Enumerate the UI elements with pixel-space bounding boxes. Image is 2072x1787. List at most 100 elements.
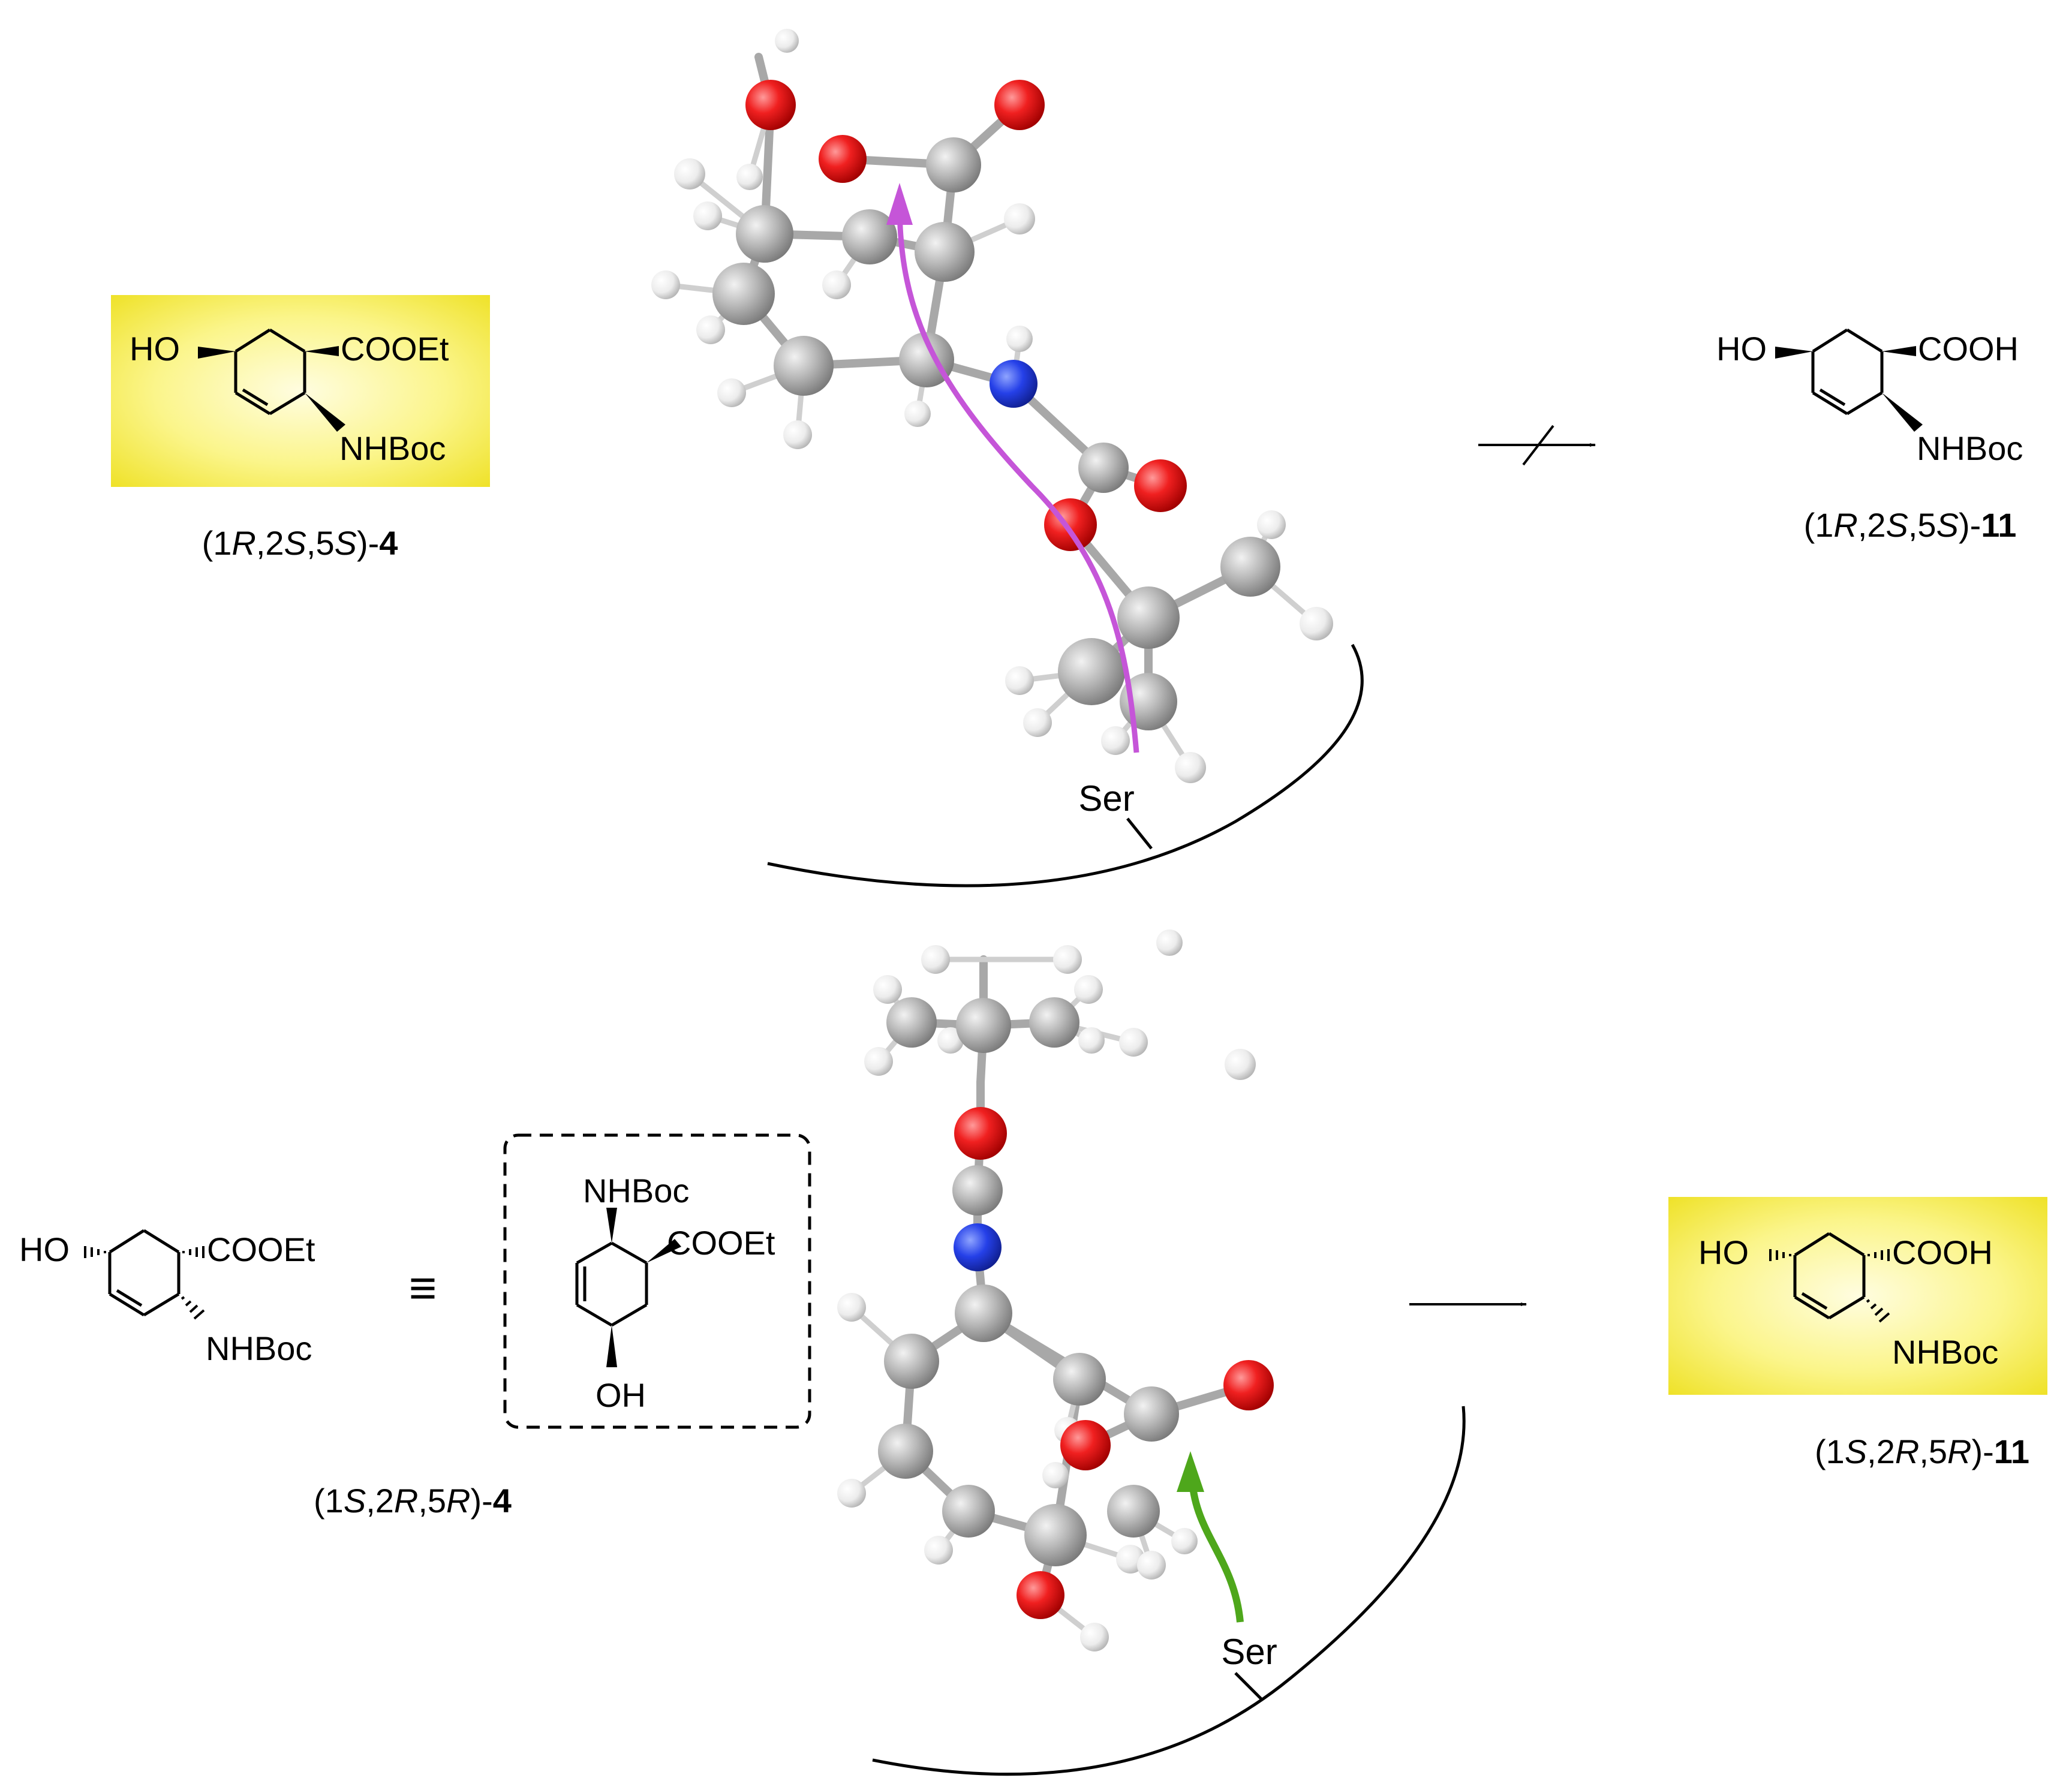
hydrogen-atom [1004,203,1035,234]
cooh-label: COOH [1892,1234,1993,1271]
nhboc-label: NHBoc [1917,429,2023,467]
ho-label: HO [130,330,180,368]
bottom-substrate-structure: HO COOEt NHBoc [19,1229,315,1367]
hydrogen-atom [937,1027,964,1054]
hashed-bond [181,1296,205,1320]
top-ser-tick [1126,817,1153,850]
top-substrate-caption: (1R,2S,5S)-4 [202,524,398,562]
carbon-atom [878,1424,933,1479]
carbon-atom [955,1284,1012,1342]
hydrogen-atom [1119,1028,1148,1057]
hydrogen-atom [736,164,763,190]
boxed-alternate-view: NHBoc COOEt OH [503,1133,811,1429]
carbon-atom [952,1165,1003,1216]
carbon-atom [1058,638,1125,705]
top-attack-arrowhead [886,183,913,225]
carbon-atom [736,205,793,263]
wedge-bond [646,1239,681,1263]
cross-out-slash [1522,425,1554,466]
top-oxygen-atoms [745,80,1187,551]
cooet-label: COOEt [341,330,449,368]
hydrogen-atom [1300,607,1333,640]
hydrogen-atom [1101,726,1130,755]
nhboc-label: NHBoc [583,1172,689,1210]
bottom-3d-model [837,929,1274,1651]
hydrogen-atom [1023,708,1052,737]
bottom-attack-arrow [1189,1481,1244,1623]
carbon-atom [842,209,897,264]
bottom-product-structure: HO COOH NHBoc [1668,1197,2047,1395]
carbon-atom [1029,997,1079,1048]
hashed-bond [1866,1299,1890,1323]
carbon-atom [942,1485,995,1538]
hydrogen-atom [1225,1049,1256,1080]
hydrogen-atom [1074,975,1103,1004]
hydrogen-atom [837,1293,866,1322]
nitrogen-atom [954,1223,1002,1271]
oxygen-atom [819,135,867,183]
top-product-caption: (1R,2S,5S)-11 [1804,506,2017,544]
hydrogen-atom [1175,752,1206,783]
carbon-atom [915,222,975,282]
hydrogen-atom [693,201,722,230]
ho-label: HO [1716,330,1767,368]
ho-label: HO [19,1231,70,1268]
equivalent-symbol: ≡ [409,1261,437,1314]
hydrogen-atom [837,1479,866,1508]
bottom-substrate-caption: (1S,2R,5R)-4 [314,1482,512,1520]
hydrogen-atom [1257,510,1286,539]
hydrogen-atom [864,1047,893,1076]
wedge-bond [606,1208,617,1243]
nhboc-label: NHBoc [206,1329,312,1367]
hydrogen-atom [1156,929,1183,956]
top-hydrogen-atoms [651,29,1333,783]
top-substrate-structure: HO COOEt NHBoc [111,295,490,487]
hydrogen-atom [674,158,705,189]
top-blocked-arrow [1478,425,1596,466]
wedge-bond [606,1325,617,1367]
hydrogen-atom [775,29,799,53]
bottom-enzyme-pocket [872,1406,1466,1776]
wedge-bond [1882,346,1916,356]
wedge-bond [305,346,339,356]
carbon-atom [774,336,834,396]
carbon-atom [886,997,937,1048]
top-3d-model [651,29,1333,783]
top-product-structure: HO COOH NHBoc [1716,328,2023,467]
bottom-ser-label: Ser [1221,1632,1277,1672]
oxygen-atom [1223,1360,1274,1410]
wedge-bond [1882,393,1923,432]
wedge-bond [305,393,345,432]
bottom-product-highlight [1668,1197,2047,1395]
hydrogen-atom [717,378,746,407]
oxygen-atom [745,80,796,130]
cooet-label: COOEt [207,1231,315,1268]
hydrogen-atom [822,270,851,299]
cooh-label: COOH [1918,330,2019,368]
oxygen-atom [954,1107,1007,1160]
hashed-bond [182,1246,205,1258]
carbon-atom [1117,586,1180,649]
carbon-atom [956,998,1011,1053]
hydrogen-atom [1005,666,1034,695]
carbon-atom [884,1334,939,1389]
hydrogen-atom [1078,1027,1105,1054]
hydrogen-atom [1137,1551,1166,1580]
carbon-atom [1024,1504,1087,1566]
oxygen-atom [994,80,1045,130]
nitrogen-atom [990,360,1037,408]
hydrogen-atom [1006,326,1033,352]
carbon-atom [1220,537,1280,597]
hydrogen-atom [1171,1528,1198,1554]
wedge-bond [198,347,236,359]
top-carbon-atoms [712,137,1280,730]
bottom-oxygen-atoms [954,1107,1274,1619]
cooet-label: COOEt [667,1224,775,1262]
hashed-bond [1769,1249,1791,1261]
top-enzyme-pocket [767,643,1364,888]
oxygen-atom [1060,1420,1111,1470]
hydrogen-atom [1042,1462,1069,1488]
hydrogen-atom [651,270,680,299]
hashed-bond [1867,1249,1890,1261]
